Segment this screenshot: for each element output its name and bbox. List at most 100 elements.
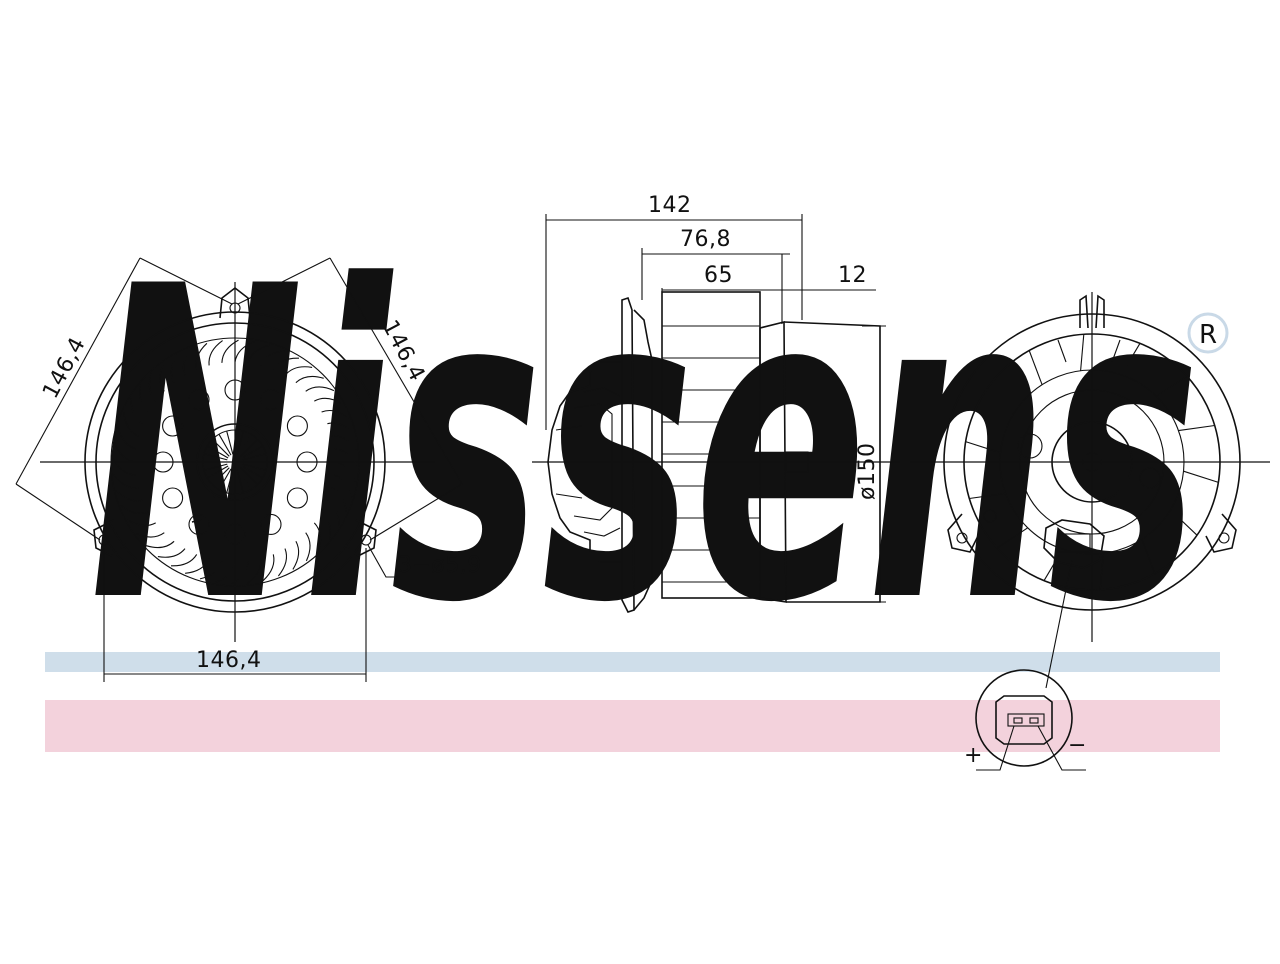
fan-blade bbox=[130, 397, 143, 425]
vent-hole bbox=[296, 451, 318, 473]
hub-spoke bbox=[218, 434, 232, 456]
connector-plus: + bbox=[964, 743, 983, 768]
vent-hole bbox=[224, 523, 246, 545]
fan-blade bbox=[120, 504, 149, 515]
fan-blade bbox=[277, 548, 288, 577]
hub-spoke bbox=[238, 434, 252, 456]
dim-diagonal-left: 146,4 bbox=[38, 333, 91, 403]
fan-blade bbox=[170, 554, 198, 567]
vent-hole bbox=[286, 487, 308, 509]
fan-blade bbox=[334, 448, 358, 466]
hub-spoke bbox=[226, 469, 234, 494]
rear-rib bbox=[1028, 350, 1043, 385]
dim-offset: 12 bbox=[838, 263, 867, 288]
rear-rib bbox=[1183, 470, 1219, 483]
rear-rib bbox=[1043, 548, 1064, 581]
fan-blade bbox=[123, 412, 139, 437]
fan-blade bbox=[247, 558, 262, 584]
vent-hole bbox=[224, 379, 246, 401]
rear-rib bbox=[1080, 334, 1085, 371]
rear-rib bbox=[986, 388, 1014, 415]
fan-blade bbox=[331, 435, 357, 450]
fan-blade bbox=[247, 344, 271, 364]
housing-ribs bbox=[662, 325, 760, 583]
fan-blades bbox=[112, 339, 358, 585]
fan-blade bbox=[208, 340, 223, 366]
fan-blade bbox=[292, 541, 300, 570]
vent-hole bbox=[260, 389, 282, 411]
fan-blade bbox=[195, 342, 208, 370]
fan-blade bbox=[260, 350, 285, 366]
fan-blade bbox=[157, 548, 186, 558]
fan-blade bbox=[112, 458, 136, 476]
fan-blade bbox=[215, 561, 236, 583]
fan-blade bbox=[321, 409, 350, 420]
connector-minus: − bbox=[1068, 733, 1087, 758]
hub-spoke bbox=[236, 430, 244, 455]
fan-blade bbox=[170, 354, 178, 383]
hub-spoke bbox=[203, 453, 228, 461]
rear-rib bbox=[1155, 375, 1188, 397]
side-view: 142 76,8 65 12 ø150 bbox=[532, 193, 900, 613]
hub-spoke bbox=[207, 465, 229, 479]
fan-blade bbox=[327, 422, 355, 435]
fan-blade bbox=[159, 362, 165, 392]
vent-hole bbox=[260, 513, 282, 535]
dim-overall-length: 142 bbox=[648, 193, 692, 218]
rear-ribs bbox=[965, 334, 1219, 590]
mount-ear-top bbox=[219, 286, 251, 319]
hub-spoke bbox=[241, 465, 263, 479]
front-holes bbox=[152, 379, 318, 545]
fan-blade bbox=[148, 373, 157, 402]
watermark-band-blue bbox=[45, 652, 1220, 672]
vent-hole bbox=[162, 415, 184, 437]
dim-motor-length: 76,8 bbox=[680, 227, 731, 252]
hub-spoke bbox=[240, 467, 258, 485]
hub-spoke bbox=[236, 469, 244, 494]
fan-blade bbox=[135, 532, 165, 538]
rear-rib bbox=[969, 492, 1006, 500]
rear-rib bbox=[1120, 343, 1141, 376]
hub-spoke bbox=[240, 439, 258, 457]
vent-hole bbox=[152, 451, 174, 473]
fan-blade bbox=[139, 384, 149, 413]
fan-blade bbox=[199, 560, 223, 580]
fan-blade bbox=[146, 540, 175, 549]
vent-hole bbox=[188, 389, 210, 411]
rear-rib bbox=[1170, 509, 1198, 536]
rear-view: + − bbox=[910, 292, 1270, 771]
rear-rib bbox=[1099, 553, 1104, 590]
hub-spoke bbox=[226, 430, 234, 455]
fan-blade bbox=[305, 386, 335, 392]
hole-note: 3−ø5,9 bbox=[398, 553, 482, 578]
rear-rib bbox=[996, 527, 1029, 549]
dim-housing-length: 65 bbox=[704, 263, 733, 288]
fan-blade bbox=[221, 339, 239, 363]
rear-rib bbox=[965, 441, 1001, 454]
fan-blade bbox=[272, 357, 300, 370]
fan-blade bbox=[284, 366, 313, 376]
fan-blade bbox=[234, 341, 255, 363]
registered-mark-circle bbox=[1187, 312, 1229, 354]
fan-blade bbox=[182, 347, 193, 376]
fan-blade bbox=[321, 511, 331, 540]
front-view: 146,4 146,4 146,4 3−ø5,9 bbox=[15, 257, 496, 682]
hub-spoke bbox=[238, 468, 252, 490]
watermark-logo-text: Nissens bbox=[90, 197, 1200, 697]
rear-rib bbox=[1178, 424, 1215, 432]
hub-spoke bbox=[207, 445, 229, 459]
dim-bottom-spacing: 146,4 bbox=[196, 648, 261, 673]
hub-spoke bbox=[242, 453, 267, 461]
fan-blade bbox=[305, 532, 311, 562]
vent-hole bbox=[188, 513, 210, 535]
fan-blade bbox=[117, 426, 137, 450]
hub-spoke bbox=[218, 468, 232, 490]
mount-ear-left bbox=[93, 519, 127, 557]
fan-blade bbox=[314, 397, 343, 405]
vent-hole bbox=[286, 415, 308, 437]
fan-blade bbox=[313, 522, 322, 551]
fan-blade bbox=[334, 461, 356, 482]
fan-blade bbox=[331, 487, 347, 512]
